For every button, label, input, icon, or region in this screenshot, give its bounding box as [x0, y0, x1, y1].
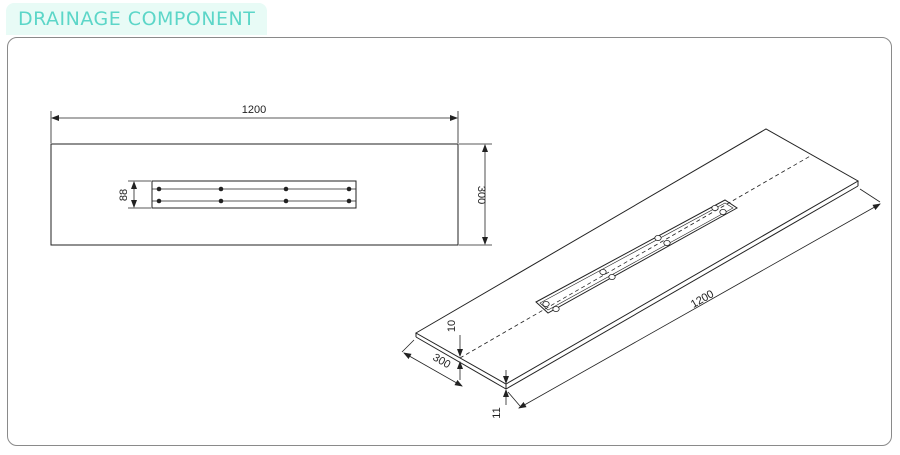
- front-length-dimension: [50, 111, 459, 143]
- iso-thickness-label: 10: [446, 320, 458, 332]
- iso-width-label: 300: [431, 352, 453, 372]
- front-width-label: 300: [475, 186, 487, 204]
- iso-length-label: 1200: [689, 288, 716, 311]
- front-width-dimension: [459, 143, 492, 246]
- title-tab: DRAINAGE COMPONENT: [6, 3, 268, 35]
- iso-plate-edges: [415, 181, 859, 390]
- page-title: DRAINAGE COMPONENT: [18, 8, 256, 30]
- front-view: 1200 300 88: [50, 104, 492, 246]
- front-length-label: 1200: [242, 104, 266, 116]
- iso-edge-label: 11: [491, 407, 503, 418]
- iso-length-dimension: [507, 188, 881, 409]
- iso-plate-top-face: [414, 128, 860, 385]
- iso-hidden-centerline: [459, 154, 813, 359]
- iso-view: 1200 300 10 11: [401, 128, 881, 419]
- front-plate-outline: [50, 143, 459, 246]
- front-slot-height-label: 88: [118, 189, 130, 201]
- iso-width-dimension: [401, 339, 463, 387]
- front-slot-height-dimension: [128, 180, 151, 209]
- front-slot-outline: [151, 180, 357, 209]
- front-slot-holes: [156, 186, 352, 204]
